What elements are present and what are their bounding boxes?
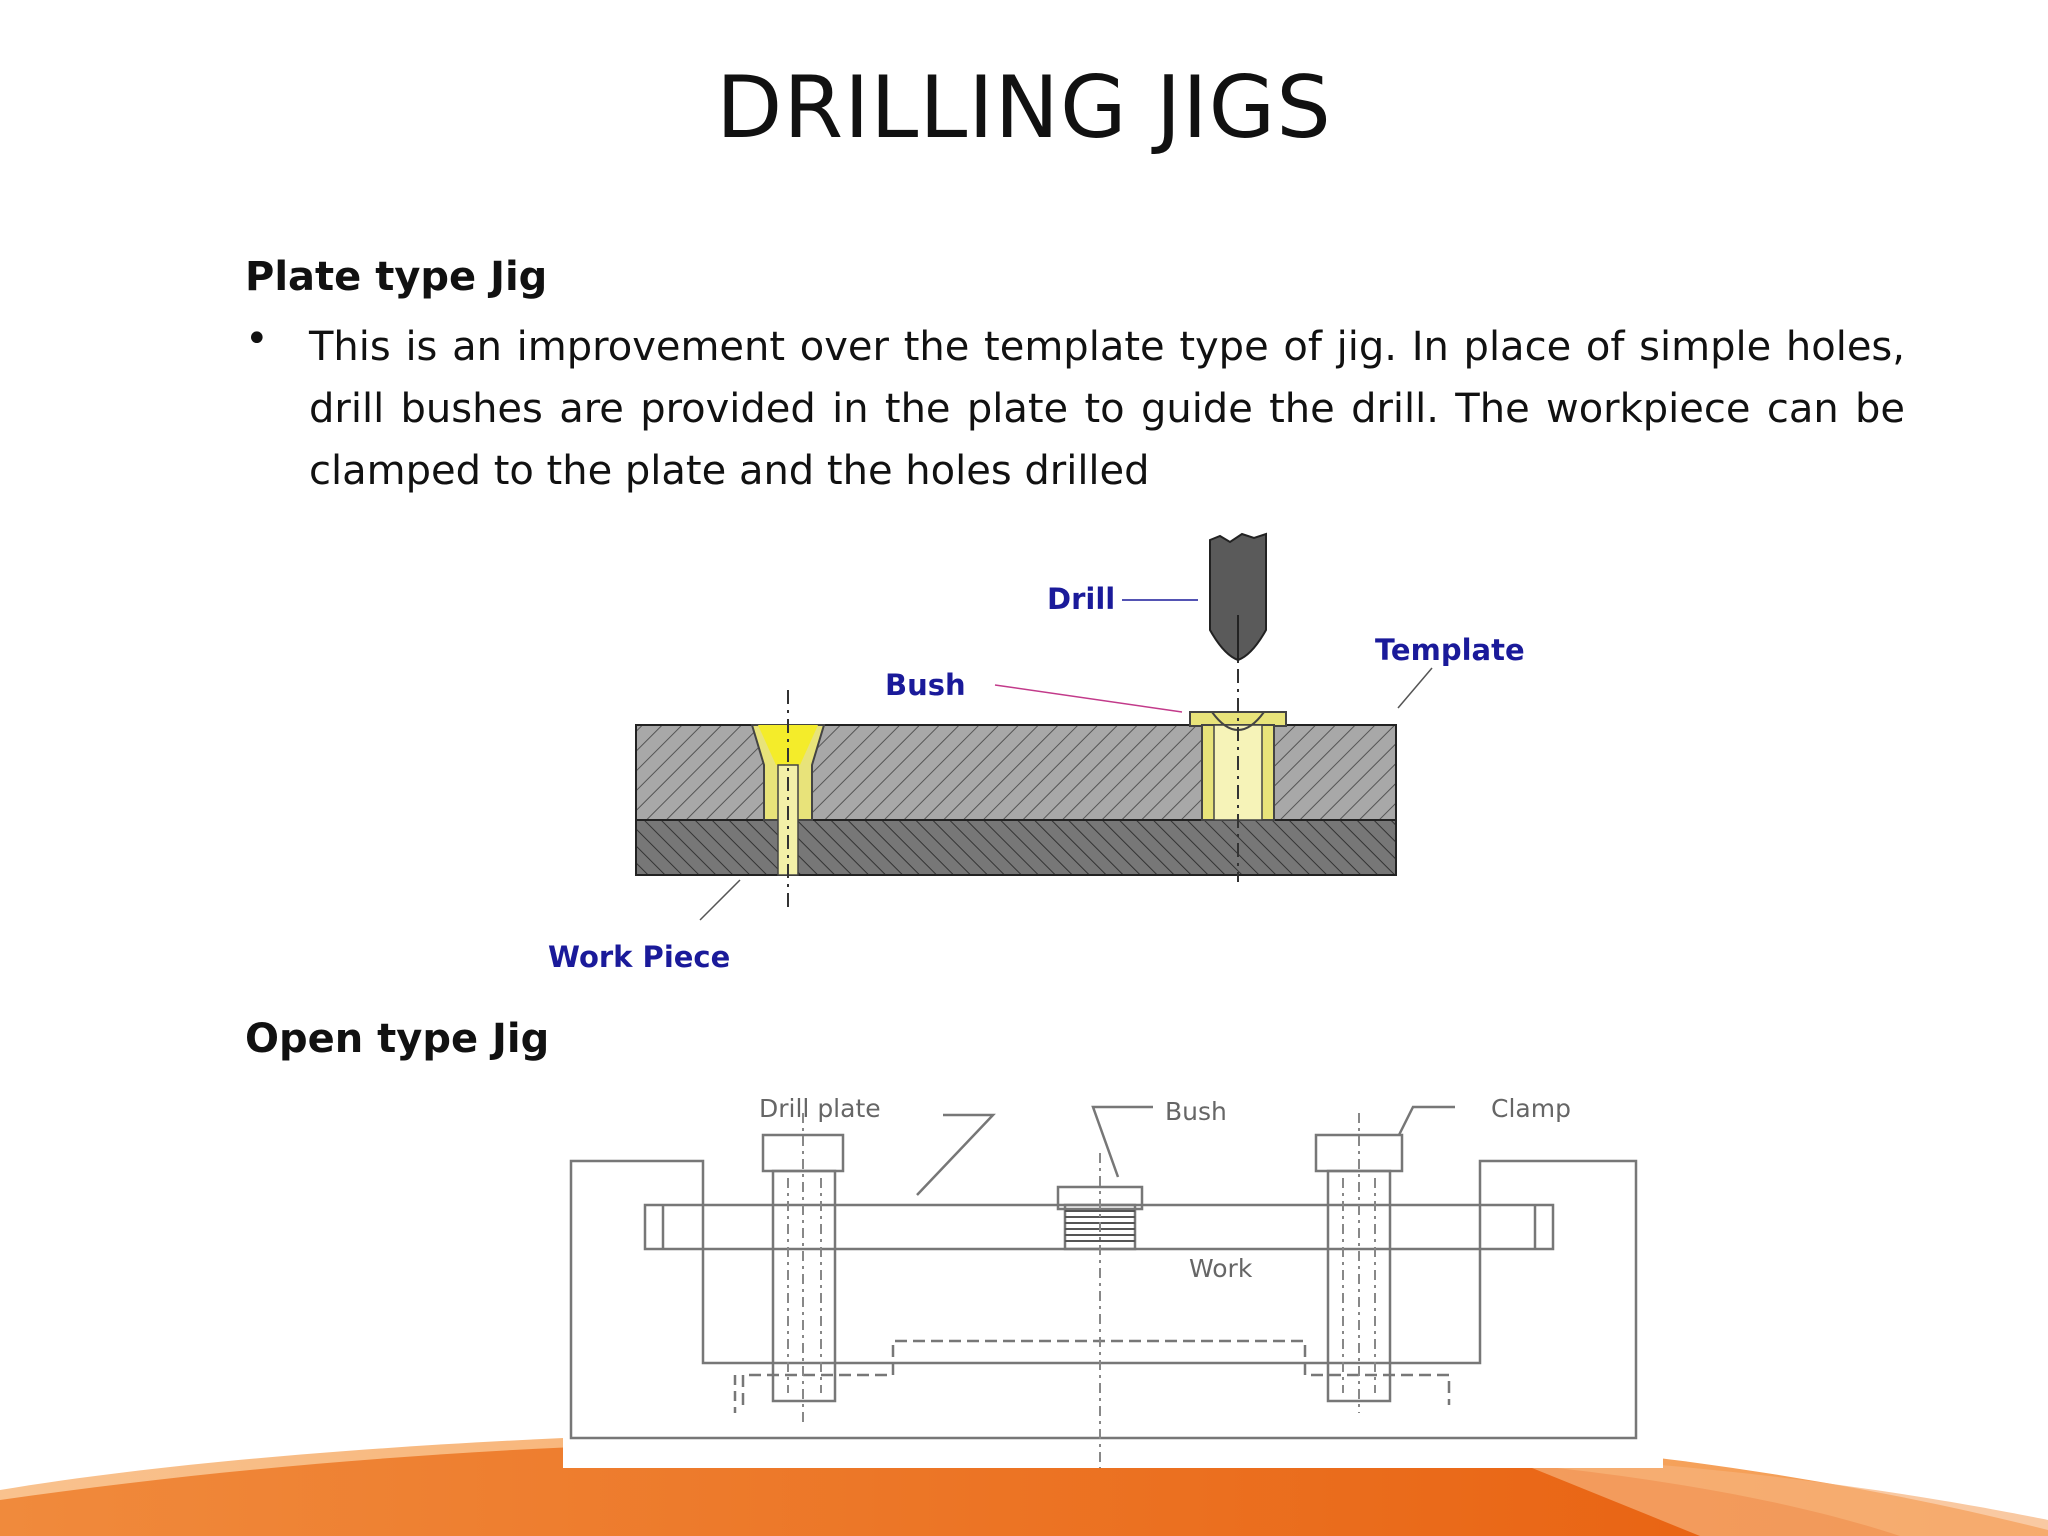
label-work-piece: Work Piece [548, 940, 730, 974]
jig-body-frame [569, 1159, 1638, 1440]
template-plate [635, 724, 1397, 821]
drill-icon [1209, 532, 1267, 662]
bullet-icon: • [245, 316, 269, 362]
section-heading-open-type-jig: Open type Jig [245, 1016, 550, 1062]
left-bolt-shank [771, 1169, 837, 1403]
label-clamp: Clamp [1491, 1094, 1571, 1123]
label-bush-2: Bush [1165, 1097, 1227, 1126]
work-piece [635, 819, 1397, 876]
plate-jig-diagram: Drill Bush Template Work Piece [548, 532, 1525, 974]
open-jig-diagram: Drill plate Bush Clamp Work [563, 1083, 1663, 1468]
bullet-text: This is an improvement over the template… [309, 324, 1905, 494]
section-heading-plate-type-jig: Plate type Jig [245, 254, 548, 300]
label-work: Work [1189, 1254, 1253, 1283]
label-bush: Bush [885, 668, 966, 702]
clamp-bolt-shank [1326, 1169, 1392, 1403]
label-template: Template [1375, 633, 1525, 667]
label-drill: Drill [1047, 582, 1115, 616]
slide-title: DRILLING JIGS [716, 58, 1332, 158]
left-bush-countersink [758, 725, 818, 765]
label-drill-plate: Drill plate [759, 1094, 881, 1123]
